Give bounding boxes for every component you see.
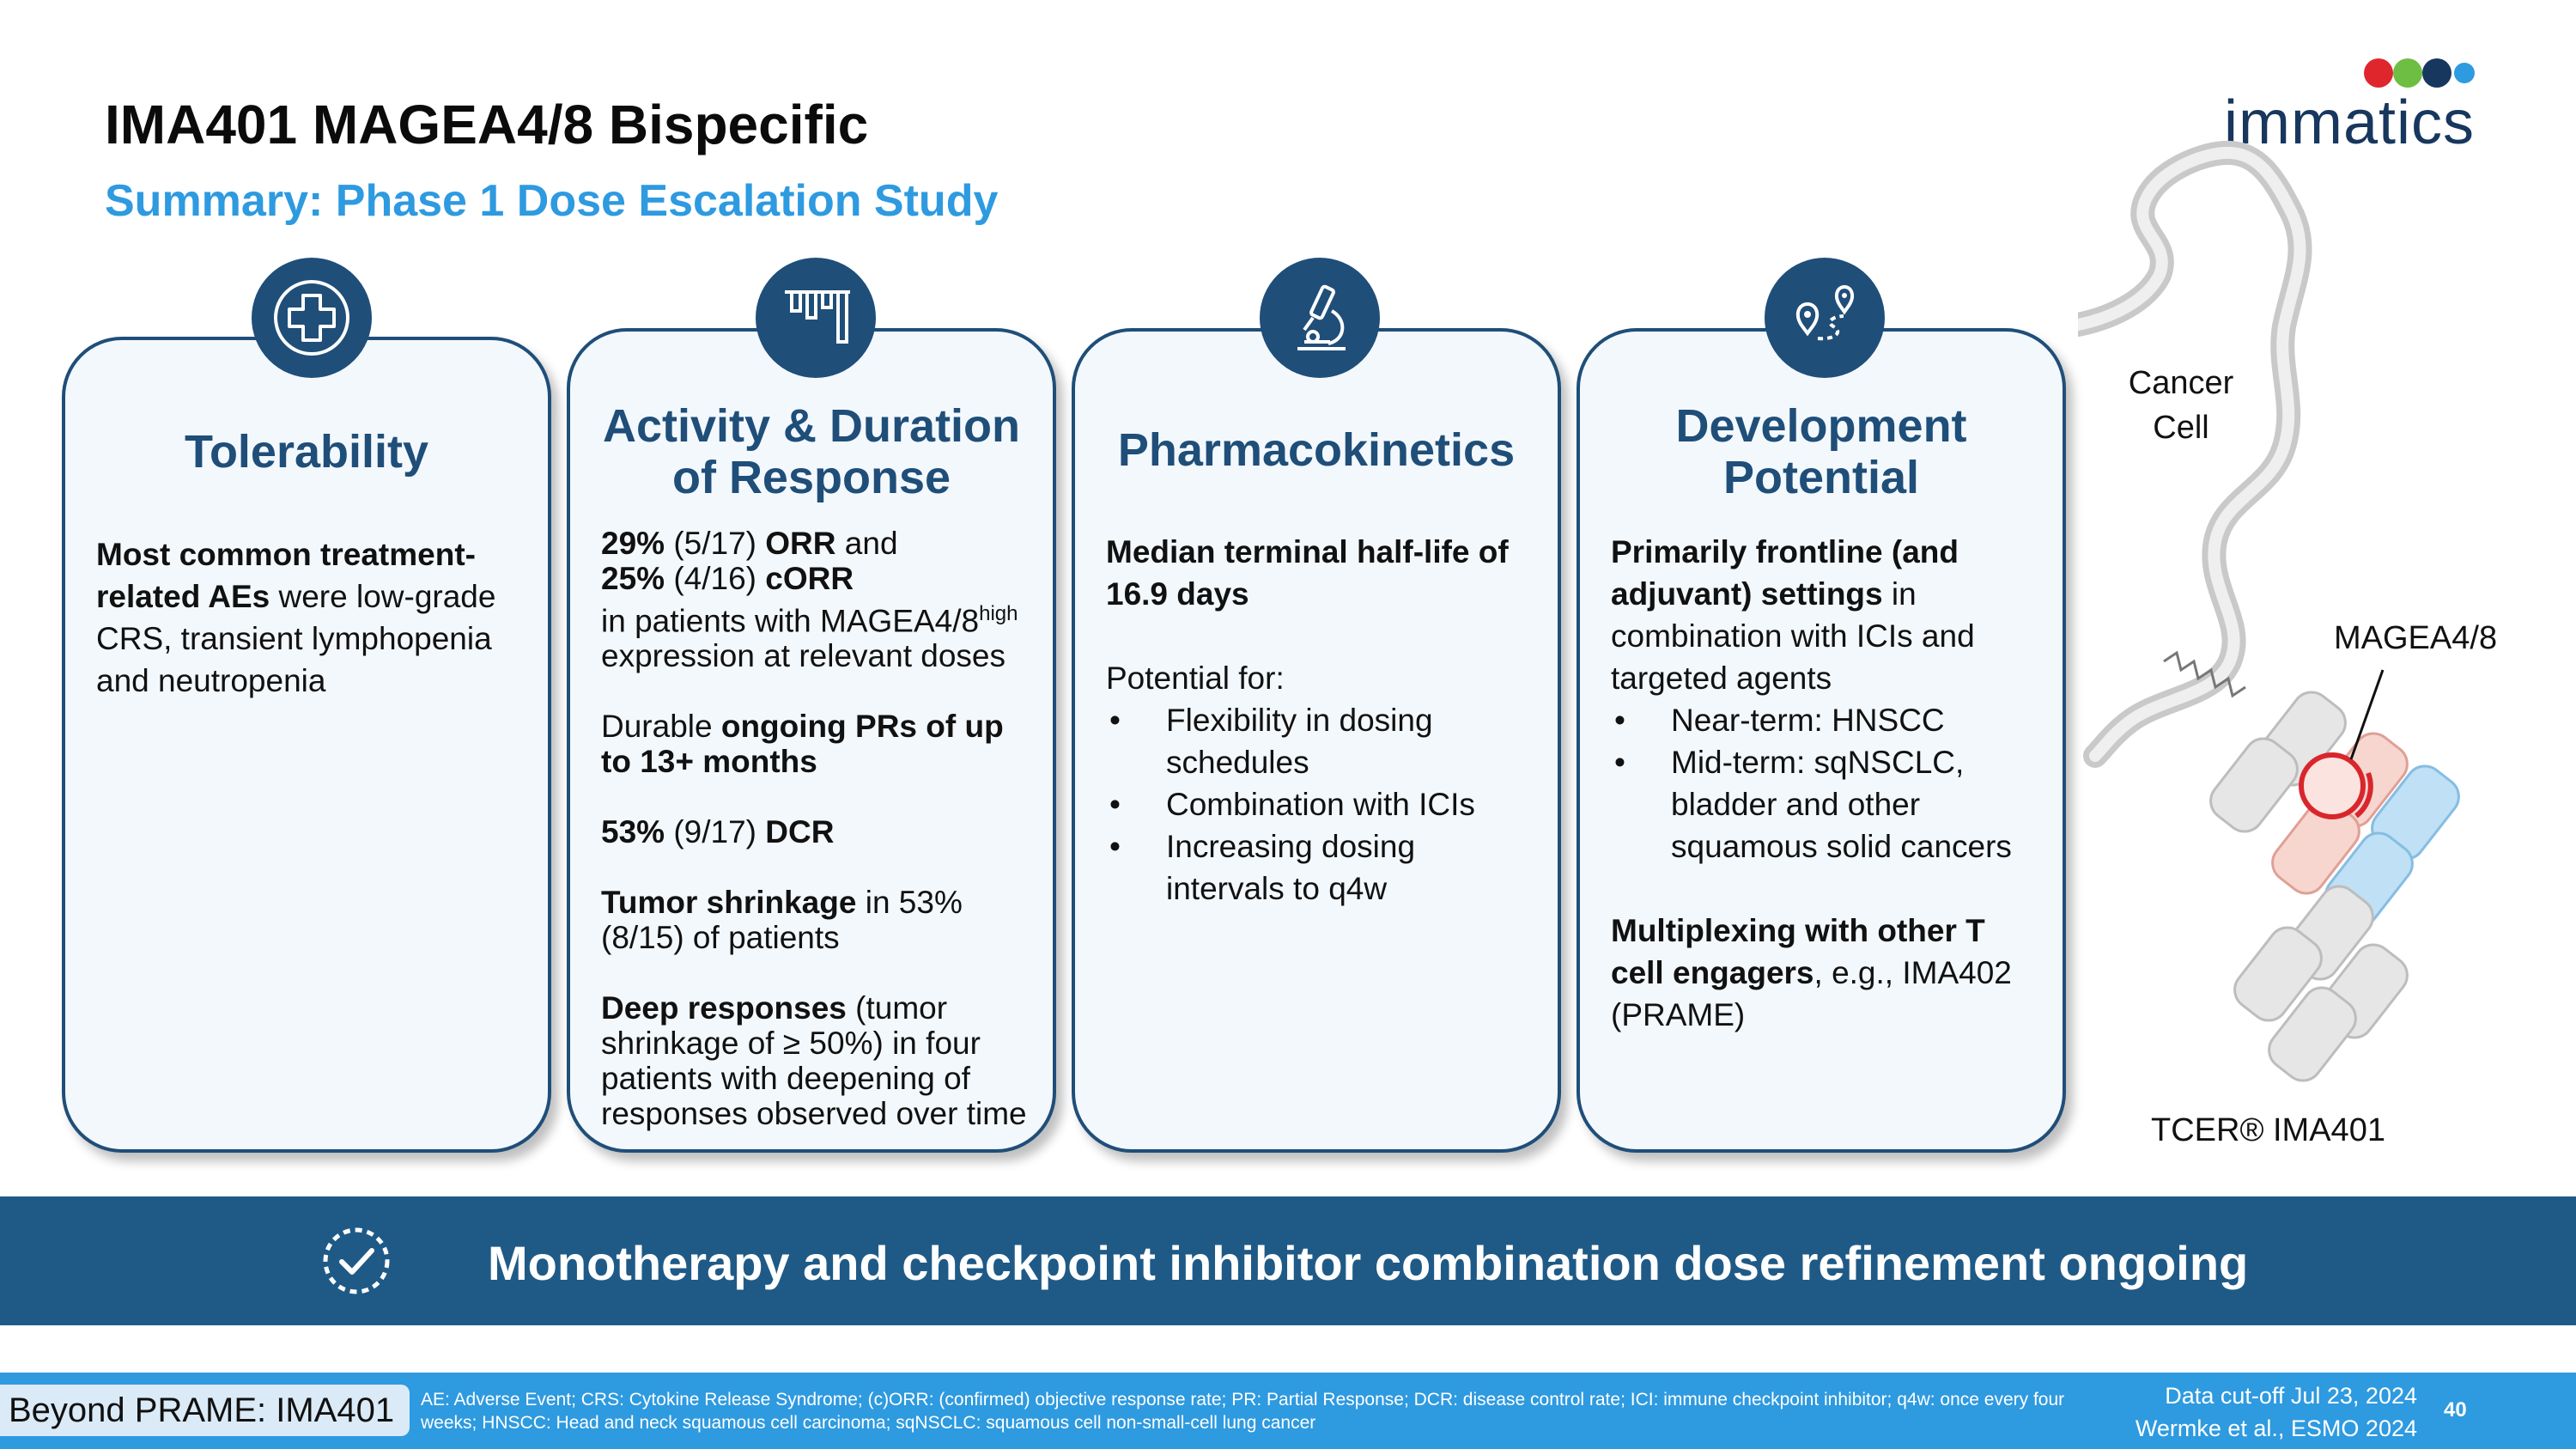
- shrinkage-line: Tumor shrinkage in 53% (8/15) of patient…: [601, 885, 963, 956]
- frontline-text: in combination with ICIs and targeted ag…: [1611, 576, 1975, 696]
- multiplex-text: , e.g., IMA402 (PRAME): [1611, 955, 2012, 1032]
- card-title-line2: of Response: [671, 452, 951, 503]
- tcer-domains: [2209, 691, 2460, 1082]
- card-activity: Activity & Duration of Response 29% (5/1…: [567, 328, 1056, 1153]
- potential-label: Potential for:: [1106, 661, 1285, 696]
- card-title: Development Potential: [1580, 400, 2063, 503]
- ae-bold-text: Most common treatment-related AEs: [96, 537, 476, 614]
- list-item: Increasing dosing intervals to q4w: [1106, 825, 1532, 910]
- card-title-line1: Activity & Duration: [602, 400, 1021, 452]
- half-life-text: Median terminal half-life of 16.9 days: [1106, 534, 1509, 612]
- route-map-icon: [1765, 258, 1885, 378]
- summary-banner: Monotherapy and checkpoint inhibitor com…: [0, 1196, 2576, 1325]
- orr-line: 29% (5/17) ORR and: [601, 526, 898, 561]
- footnote-abbreviations: AE: Adverse Event; CRS: Cytokine Release…: [421, 1390, 2065, 1433]
- dev-bullet-list: Near-term: HNSCC Mid-term: sqNSCLC, blad…: [1611, 699, 2037, 868]
- multiplex-bold-text: Multiplexing with other T cell engagers: [1611, 913, 1985, 990]
- card-title-line1: Development: [1675, 400, 1967, 452]
- magea-pointer: [2349, 669, 2385, 760]
- list-item: Near-term: HNSCC: [1611, 699, 2037, 741]
- list-item: Combination with ICIs: [1106, 783, 1532, 825]
- logo-wordmark: immatics: [2224, 88, 2475, 157]
- data-cutoff: Data cut-off Jul 23, 2024: [2165, 1383, 2417, 1409]
- citation: Wermke et al., ESMO 2024: [2135, 1416, 2417, 1441]
- card-development: Development Potential Primarily frontlin…: [1577, 328, 2066, 1153]
- card-title: Activity & Duration of Response: [570, 400, 1053, 503]
- logo-dots-icon: [2364, 58, 2475, 88]
- card-body: Median terminal half-life of 16.9 days P…: [1106, 531, 1532, 910]
- card-body: Primarily frontline (and adjuvant) setti…: [1611, 531, 2037, 1036]
- list-item: Mid-term: sqNSCLC, bladder and other squ…: [1611, 741, 2037, 868]
- banner-text: Monotherapy and checkpoint inhibitor com…: [488, 1236, 2249, 1290]
- page-title: IMA401 MAGEA4/8 Bispecific: [105, 94, 869, 155]
- pk-bullet-list: Flexibility in dosing schedules Combinat…: [1106, 699, 1532, 910]
- page-subtitle: Summary: Phase 1 Dose Escalation Study: [105, 176, 999, 226]
- list-item: Flexibility in dosing schedules: [1106, 699, 1532, 783]
- page-number: 40: [2444, 1398, 2467, 1422]
- section-tag: Beyond PRAME: IMA401: [0, 1385, 410, 1436]
- card-title: Tolerability: [184, 426, 429, 478]
- magea-peptide: [2299, 752, 2366, 819]
- tcer-illustration: [2078, 140, 2460, 1082]
- card-body: Most common treatment-related AEs were l…: [96, 533, 522, 702]
- deep-response-line: Deep responses (tumor shrinkage of ≥ 50%…: [601, 990, 1027, 1132]
- data-reference: Data cut-off Jul 23, 2024 Wermke et al.,…: [2095, 1379, 2417, 1445]
- magea-label: MAGEA4/8: [2334, 620, 2498, 656]
- tcer-label: TCER® IMA401: [2151, 1112, 2385, 1148]
- card-pharmacokinetics: Pharmacokinetics Median terminal half-li…: [1072, 328, 1561, 1153]
- medical-cross-icon: [252, 258, 372, 378]
- check-badge-icon: [323, 1227, 390, 1294]
- dcr-line: 53% (9/17) DCR: [601, 814, 835, 850]
- footer: Beyond PRAME: IMA401 AE: Adverse Event; …: [0, 1373, 2576, 1449]
- card-title-line2: Potential: [1722, 452, 1920, 503]
- card-title: Pharmacokinetics: [1117, 424, 1516, 476]
- frontline-bold-text: Primarily frontline (and adjuvant) setti…: [1611, 534, 1959, 612]
- microscope-icon: [1260, 258, 1380, 378]
- card-tolerability: Tolerability Most common treatment-relat…: [62, 337, 551, 1153]
- bar-chart-icon: [756, 258, 876, 378]
- corr-line: 25% (4/16) cORR: [601, 561, 854, 596]
- card-body: 29% (5/17) ORR and 25% (4/16) cORR in pa…: [601, 526, 1027, 1131]
- ae-text: were low-grade CRS, transient lymphopeni…: [96, 579, 496, 698]
- cancer-cell-label: Cancer Cell: [2128, 365, 2234, 446]
- immatics-logo: immatics: [2224, 53, 2490, 157]
- durable-line: Durable ongoing PRs of up to 13+ months: [601, 709, 1004, 780]
- membrane-linker: [2163, 650, 2246, 698]
